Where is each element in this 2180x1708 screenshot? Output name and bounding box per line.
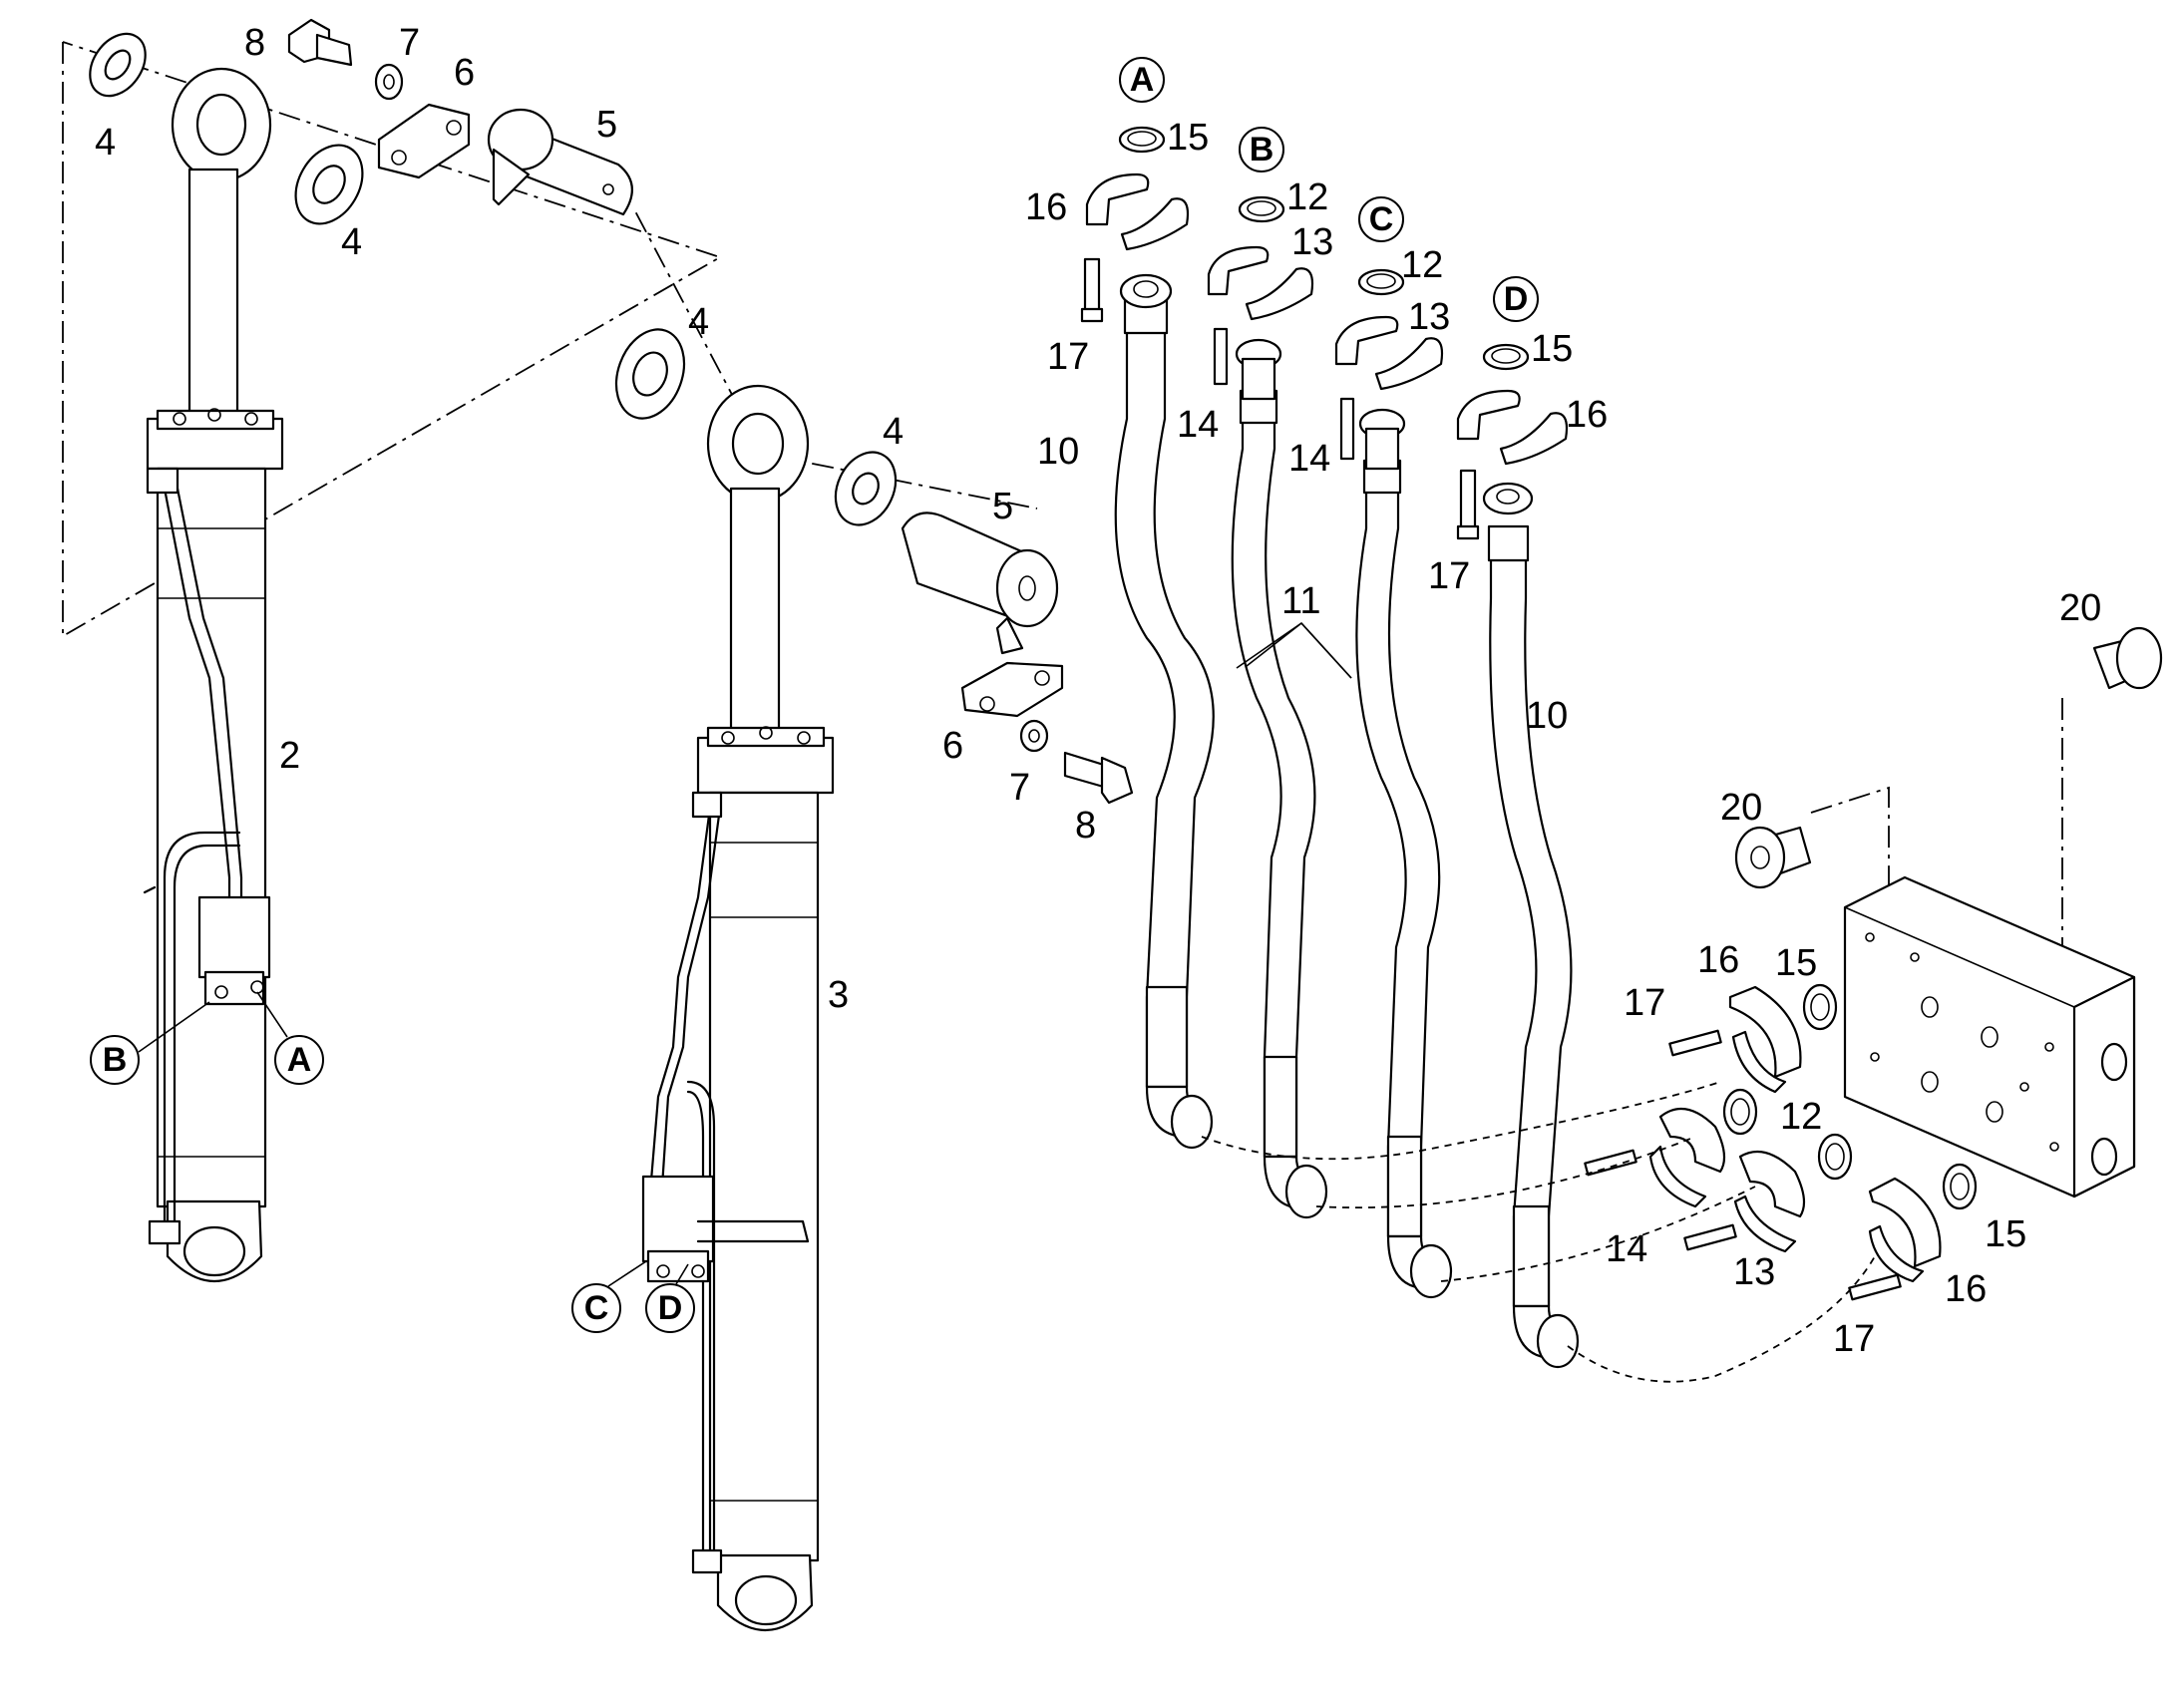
callout-14: 14 <box>1288 438 1330 480</box>
callout-8: 8 <box>244 22 265 64</box>
callout-20: 20 <box>1720 787 1762 829</box>
callout-7: 7 <box>1009 767 1030 809</box>
callout-15: 15 <box>1531 328 1573 370</box>
callout-8: 8 <box>1075 805 1096 847</box>
callout-11: 11 <box>1281 580 1320 622</box>
callout-16: 16 <box>1025 186 1067 228</box>
port-label-c-cylinder: C <box>584 1289 609 1327</box>
callout-4: 4 <box>688 301 709 343</box>
callout-4: 4 <box>341 221 362 263</box>
callout-leader-lines <box>1246 622 1352 679</box>
port-label-a-cylinder: A <box>287 1041 312 1079</box>
top-mounting-hardware <box>89 18 1134 805</box>
port-labels: A B C D B A C D <box>90 57 1539 1333</box>
callout-2: 2 <box>279 735 300 777</box>
callout-4: 4 <box>95 122 116 164</box>
port-label-c: C <box>1369 200 1394 238</box>
callout-12: 12 <box>1286 176 1328 218</box>
hose-fitting-hardware-top <box>1080 126 1569 540</box>
callout-13: 13 <box>1733 1251 1775 1293</box>
callout-13: 13 <box>1291 221 1333 263</box>
callout-15: 15 <box>1775 942 1817 984</box>
callout-3: 3 <box>828 974 849 1016</box>
callout-17: 17 <box>1624 982 1665 1024</box>
hose-connection-paths <box>1201 1081 1876 1383</box>
callout-15: 15 <box>1985 1213 2026 1255</box>
callout-4: 4 <box>883 411 904 453</box>
callout-16: 16 <box>1945 1268 1987 1310</box>
callout-labels: 4 8 7 6 5 4 4 4 5 6 7 8 2 3 15 16 17 10 … <box>95 22 2101 1360</box>
control-valve-block <box>1734 626 2163 1198</box>
cylinder-2 <box>143 67 284 1283</box>
callout-15: 15 <box>1167 117 1209 159</box>
callout-14: 14 <box>1177 404 1219 446</box>
callout-5: 5 <box>596 104 617 146</box>
port-label-b-cylinder: B <box>103 1041 128 1079</box>
lower-fitting-hardware <box>1584 983 1978 1301</box>
callout-5: 5 <box>992 486 1013 527</box>
port-label-d: D <box>1504 280 1529 318</box>
callout-17: 17 <box>1833 1318 1875 1360</box>
cylinder-3 <box>641 384 835 1632</box>
callout-14: 14 <box>1606 1228 1647 1270</box>
callout-12: 12 <box>1780 1096 1822 1138</box>
callout-10: 10 <box>1526 695 1568 737</box>
hoses <box>1114 273 1580 1369</box>
port-label-a: A <box>1130 61 1155 99</box>
callout-7: 7 <box>399 22 420 64</box>
callout-20: 20 <box>2059 587 2101 629</box>
callout-13: 13 <box>1408 296 1450 338</box>
callout-16: 16 <box>1566 394 1608 436</box>
port-label-d-cylinder: D <box>658 1289 683 1327</box>
callout-16: 16 <box>1697 939 1739 981</box>
callout-17: 17 <box>1428 555 1470 597</box>
callout-10: 10 <box>1037 431 1079 473</box>
callout-6: 6 <box>942 725 963 767</box>
callout-6: 6 <box>454 52 475 94</box>
callout-12: 12 <box>1401 244 1443 286</box>
callout-17: 17 <box>1047 336 1089 378</box>
port-label-b: B <box>1250 131 1274 169</box>
